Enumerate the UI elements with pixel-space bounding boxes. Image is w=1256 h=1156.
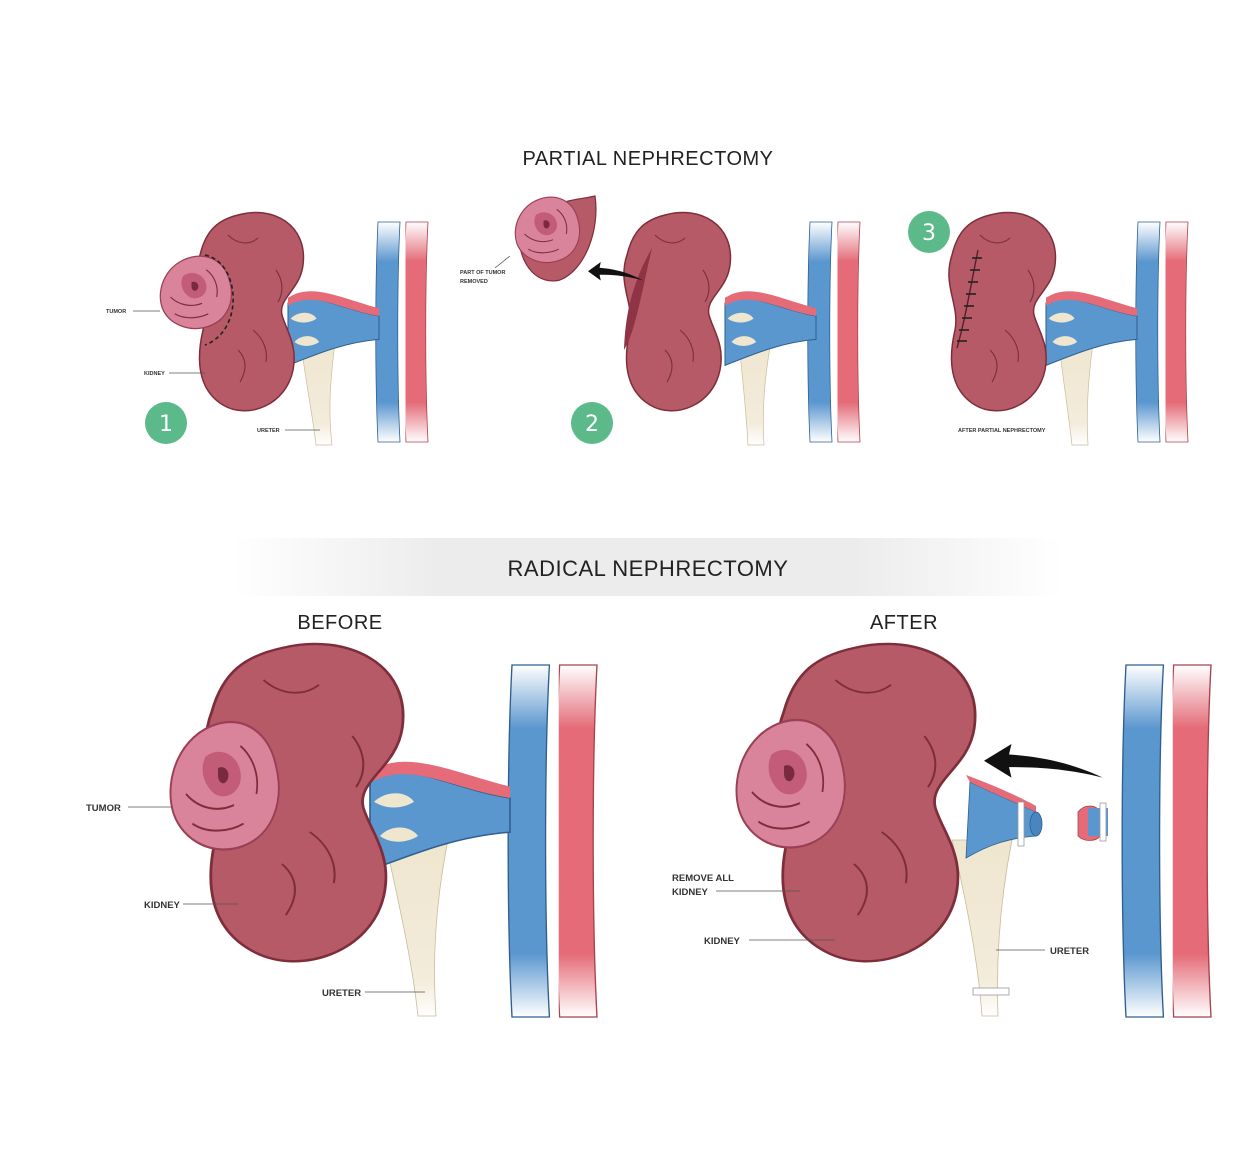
kidney-label-1: KIDNEY xyxy=(144,371,165,377)
partial-step2-badge: 2 xyxy=(571,402,613,444)
tumor-label-1: TUMOR xyxy=(106,309,126,315)
kidney-label-after: KIDNEY xyxy=(704,936,741,947)
remove-all-label-line1: REMOVE ALL xyxy=(672,873,734,884)
radical-title-band xyxy=(232,538,1062,596)
partial-step3-illustration xyxy=(948,211,1188,446)
kidney-label-before: KIDNEY xyxy=(144,900,181,911)
ureter-label-after: URETER xyxy=(1050,946,1089,957)
ureter-label-1: URETER xyxy=(257,428,280,434)
part-removed-label-line1: PART OF TUMOR xyxy=(460,270,505,276)
svg-text:1: 1 xyxy=(159,412,173,437)
partial-step3-badge: 3 xyxy=(908,211,950,253)
partial-step1-badge: 1 xyxy=(145,402,187,444)
remove-all-label-line2: KIDNEY xyxy=(672,887,709,898)
partial-title: PARTIAL NEPHRECTOMY xyxy=(522,148,773,170)
radical-before-illustration xyxy=(169,642,597,1017)
partial-step1-illustration xyxy=(159,211,428,446)
part-removed-label-line2: REMOVED xyxy=(460,279,488,285)
tumor-label-before: TUMOR xyxy=(86,803,121,814)
before-title: BEFORE xyxy=(297,612,382,634)
svg-text:3: 3 xyxy=(922,221,936,246)
svg-text:2: 2 xyxy=(585,412,599,437)
after-title: AFTER xyxy=(870,612,938,634)
partial-step2-illustration xyxy=(514,195,860,446)
radical-after-illustration xyxy=(735,642,1211,1017)
ureter-label-before: URETER xyxy=(322,988,361,999)
after-partial-label: AFTER PARTIAL NEPHRECTOMY xyxy=(958,428,1046,434)
radical-title: RADICAL NEPHRECTOMY xyxy=(508,556,789,581)
